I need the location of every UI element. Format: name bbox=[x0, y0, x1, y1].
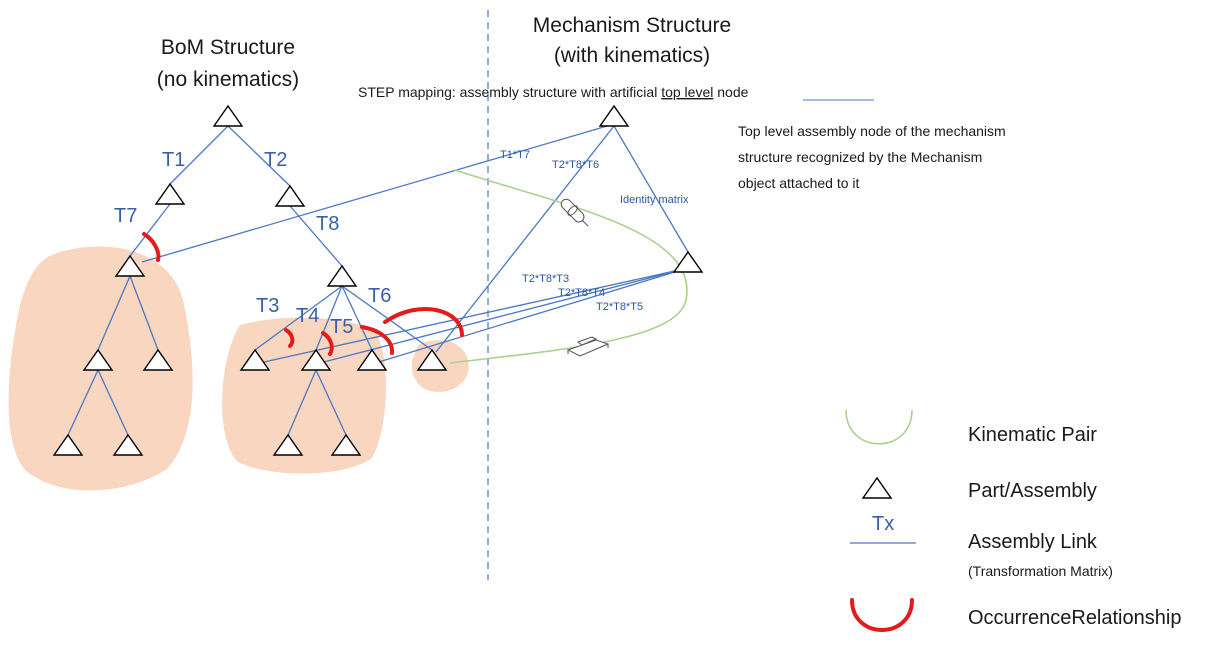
bom-title-line1: BoM Structure bbox=[161, 36, 295, 59]
bom-node-t7 bbox=[114, 254, 146, 277]
bom-node-t1 bbox=[154, 182, 186, 205]
bom-node-l1 bbox=[82, 348, 114, 371]
legend-tx-label: Tx bbox=[872, 513, 894, 535]
legend-part-assembly-icon bbox=[861, 476, 893, 499]
mechanism-title-line1: Mechanism Structure bbox=[533, 14, 731, 37]
label-t6: T6 bbox=[368, 285, 391, 307]
legend-part-assembly-label: Part/Assembly bbox=[968, 480, 1097, 502]
label-t7: T7 bbox=[114, 205, 137, 227]
step-mapping-underlined: top level bbox=[661, 84, 713, 100]
legend-kinematic-pair-icon bbox=[845, 409, 913, 445]
note-line1: Top level assembly node of the mechanism bbox=[738, 123, 1006, 139]
bom-node-t2 bbox=[274, 184, 306, 207]
label-t2t8t4: T2*T8*T4 bbox=[558, 287, 605, 299]
note-line2: structure recognized by the Mechanism bbox=[738, 149, 982, 165]
kinematic-pair-curves bbox=[449, 169, 688, 364]
label-t8: T8 bbox=[316, 213, 339, 235]
bom-node-m2 bbox=[330, 433, 362, 456]
bom-node-m1 bbox=[272, 433, 304, 456]
legend-occurrence-icon bbox=[850, 598, 914, 632]
label-identity-matrix: Identity matrix bbox=[620, 194, 689, 206]
label-t2: T2 bbox=[264, 149, 287, 171]
legend-transformation-matrix-label: (Transformation Matrix) bbox=[968, 563, 1113, 579]
bom-node-t3 bbox=[239, 348, 271, 371]
label-t1: T1 bbox=[162, 149, 185, 171]
label-t2t8t6: T2*T8*T6 bbox=[552, 159, 599, 171]
mechanism-title-line2: (with kinematics) bbox=[554, 44, 710, 67]
bom-node-l4 bbox=[112, 433, 144, 456]
mechanism-top-node bbox=[598, 104, 630, 127]
mechanism-identity-node bbox=[672, 250, 704, 273]
bom-tree-links bbox=[67, 125, 433, 436]
label-t2t8t5: T2*T8*T5 bbox=[596, 301, 643, 313]
bom-nodes bbox=[52, 104, 448, 456]
step-mapping-tail: node bbox=[717, 84, 748, 100]
note-line3: object attached to it bbox=[738, 175, 860, 191]
mechanism-links bbox=[141, 123, 689, 365]
bom-root-node bbox=[212, 104, 244, 127]
occurrence-arcs bbox=[142, 232, 464, 356]
bom-node-l2 bbox=[142, 348, 174, 371]
legend-assembly-link-label: Assembly Link bbox=[968, 531, 1098, 553]
legend-occurrence-label: OccurrenceRelationship bbox=[968, 607, 1181, 629]
label-t1t7: T1*T7 bbox=[500, 149, 530, 161]
label-t3: T3 bbox=[256, 295, 279, 317]
label-t4: T4 bbox=[296, 305, 319, 327]
bom-title-line2: (no kinematics) bbox=[157, 68, 299, 91]
label-t5: T5 bbox=[330, 316, 353, 338]
mechanism-nodes bbox=[598, 104, 704, 273]
bom-node-l3 bbox=[52, 433, 84, 456]
bom-node-t8 bbox=[326, 264, 358, 287]
legend: Kinematic Pair Part/Assembly Tx Assembly… bbox=[845, 409, 1181, 632]
bom-node-t4 bbox=[300, 348, 332, 371]
legend-kinematic-pair-label: Kinematic Pair bbox=[968, 424, 1097, 446]
step-mapping-text: STEP mapping: assembly structure with ar… bbox=[358, 84, 657, 100]
label-t2t8t3: T2*T8*T3 bbox=[522, 273, 569, 285]
bom-node-t6 bbox=[416, 348, 448, 371]
prismatic-joint-sketch bbox=[566, 336, 610, 357]
step-mapping-caption: STEP mapping: assembly structure with ar… bbox=[358, 84, 749, 100]
cylindrical-joint-sketch bbox=[560, 198, 589, 227]
bom-node-t5 bbox=[356, 348, 388, 371]
